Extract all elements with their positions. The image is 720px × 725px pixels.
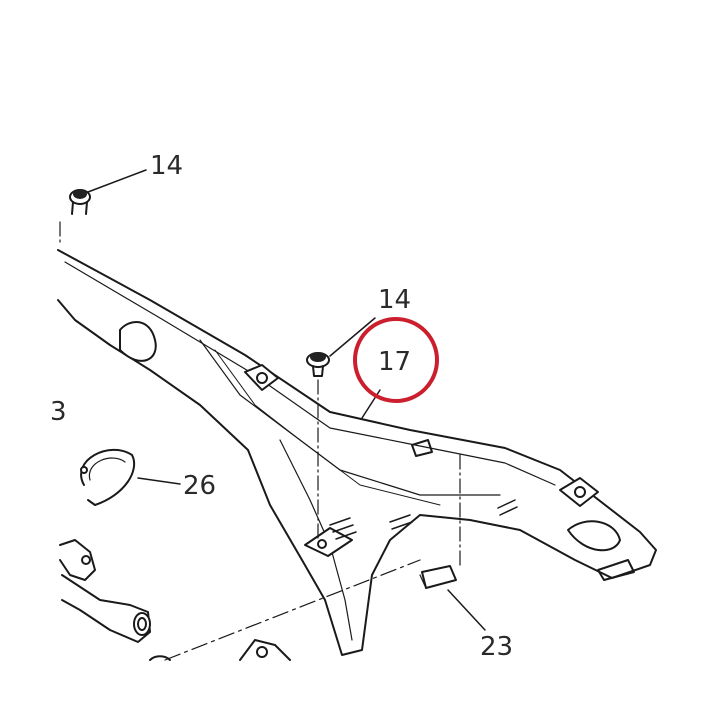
lower-mount-part xyxy=(149,639,291,661)
frame-part xyxy=(57,249,657,656)
screw-mid-part xyxy=(306,352,330,377)
callout-cut-left: 3 xyxy=(50,397,67,427)
highlight-ring xyxy=(353,317,439,403)
leader-line xyxy=(87,169,147,193)
leader-line xyxy=(137,477,181,485)
callout-screw-top: 14 xyxy=(150,151,183,181)
callout-screw-mid: 14 xyxy=(378,285,411,315)
clip-part xyxy=(80,448,136,506)
centerline xyxy=(164,559,421,661)
pad-part xyxy=(419,565,457,589)
callout-frame: 17 xyxy=(378,347,411,377)
callout-clip: 26 xyxy=(183,471,216,501)
screw-top-part xyxy=(69,189,91,215)
leader-line xyxy=(329,317,376,357)
leader-line xyxy=(447,589,486,631)
bracket-part xyxy=(59,539,151,643)
callout-pad: 23 xyxy=(480,632,513,662)
